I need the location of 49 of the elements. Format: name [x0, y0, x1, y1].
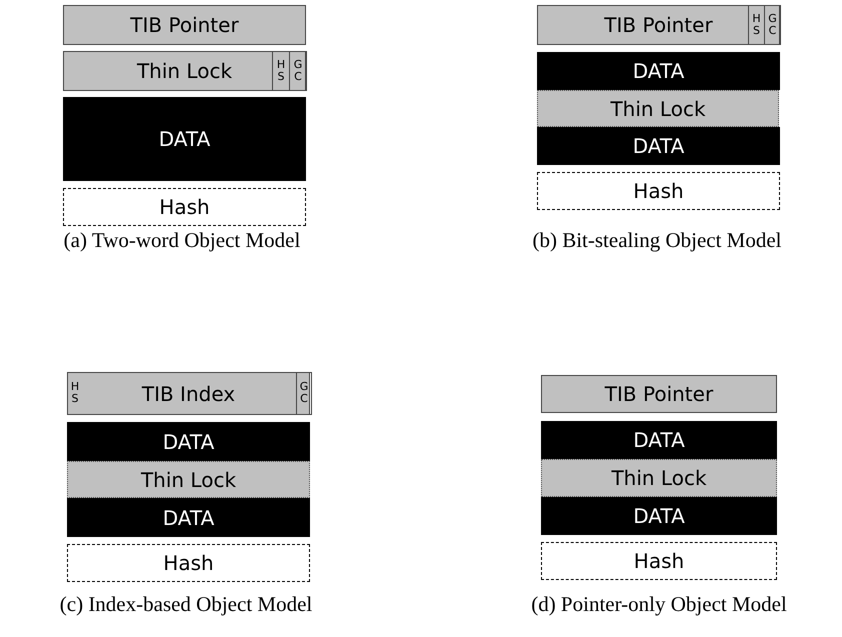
data-block	[537, 52, 780, 90]
figure-caption: (b) Bit-stealing Object Model	[532, 228, 782, 253]
field-label: DATA	[632, 59, 684, 83]
figure-caption: (a) Two-word Object Model	[64, 228, 300, 253]
bit-label: H S	[70, 381, 80, 405]
thin-lock-field	[537, 90, 779, 127]
field-label: Thin Lock	[610, 96, 706, 120]
field-label: Thin Lock	[611, 466, 707, 490]
field-label: DATA	[633, 504, 685, 528]
thin-lock-field	[541, 459, 777, 497]
field-label: DATA	[162, 430, 214, 454]
field-label: TIB Pointer	[604, 13, 713, 37]
figure-caption: (c) Index-based Object Model	[60, 592, 312, 617]
data-block	[541, 497, 777, 535]
field-label: Hash	[633, 179, 684, 203]
field-label: DATA	[632, 134, 684, 158]
data-block	[541, 421, 777, 459]
header-field	[67, 372, 310, 415]
bit-label: G C	[294, 58, 302, 82]
header-field	[63, 51, 306, 91]
field-label: Thin Lock	[140, 468, 236, 492]
field-label: DATA	[158, 127, 210, 151]
bit-label: G C	[768, 12, 777, 36]
field-label: TIB Index	[142, 382, 236, 406]
field-label: DATA	[162, 506, 214, 530]
bit-field	[296, 372, 312, 414]
field-label: Hash	[634, 549, 684, 573]
data-block	[67, 498, 310, 537]
bit-label: G C	[300, 381, 308, 405]
data-block	[537, 127, 780, 165]
field-label: Thin Lock	[136, 59, 232, 83]
header-field	[63, 5, 306, 45]
bit-label: H S	[752, 12, 761, 36]
header-field	[537, 5, 780, 45]
field-label: TIB Pointer	[604, 382, 714, 406]
figure-caption: (d) Pointer-only Object Model	[531, 592, 787, 617]
bit-label: H S	[276, 58, 286, 82]
hash-field	[63, 188, 306, 226]
field-label: Hash	[159, 195, 210, 219]
field-label: Hash	[163, 551, 214, 575]
field-label: DATA	[633, 428, 685, 452]
thin-lock-field	[67, 461, 310, 498]
hash-field	[537, 172, 780, 210]
data-block	[63, 97, 306, 181]
hash-field	[67, 544, 310, 582]
hash-field	[541, 542, 777, 580]
header-field	[541, 375, 777, 413]
field-label: TIB Pointer	[130, 13, 239, 37]
data-block	[67, 422, 310, 461]
